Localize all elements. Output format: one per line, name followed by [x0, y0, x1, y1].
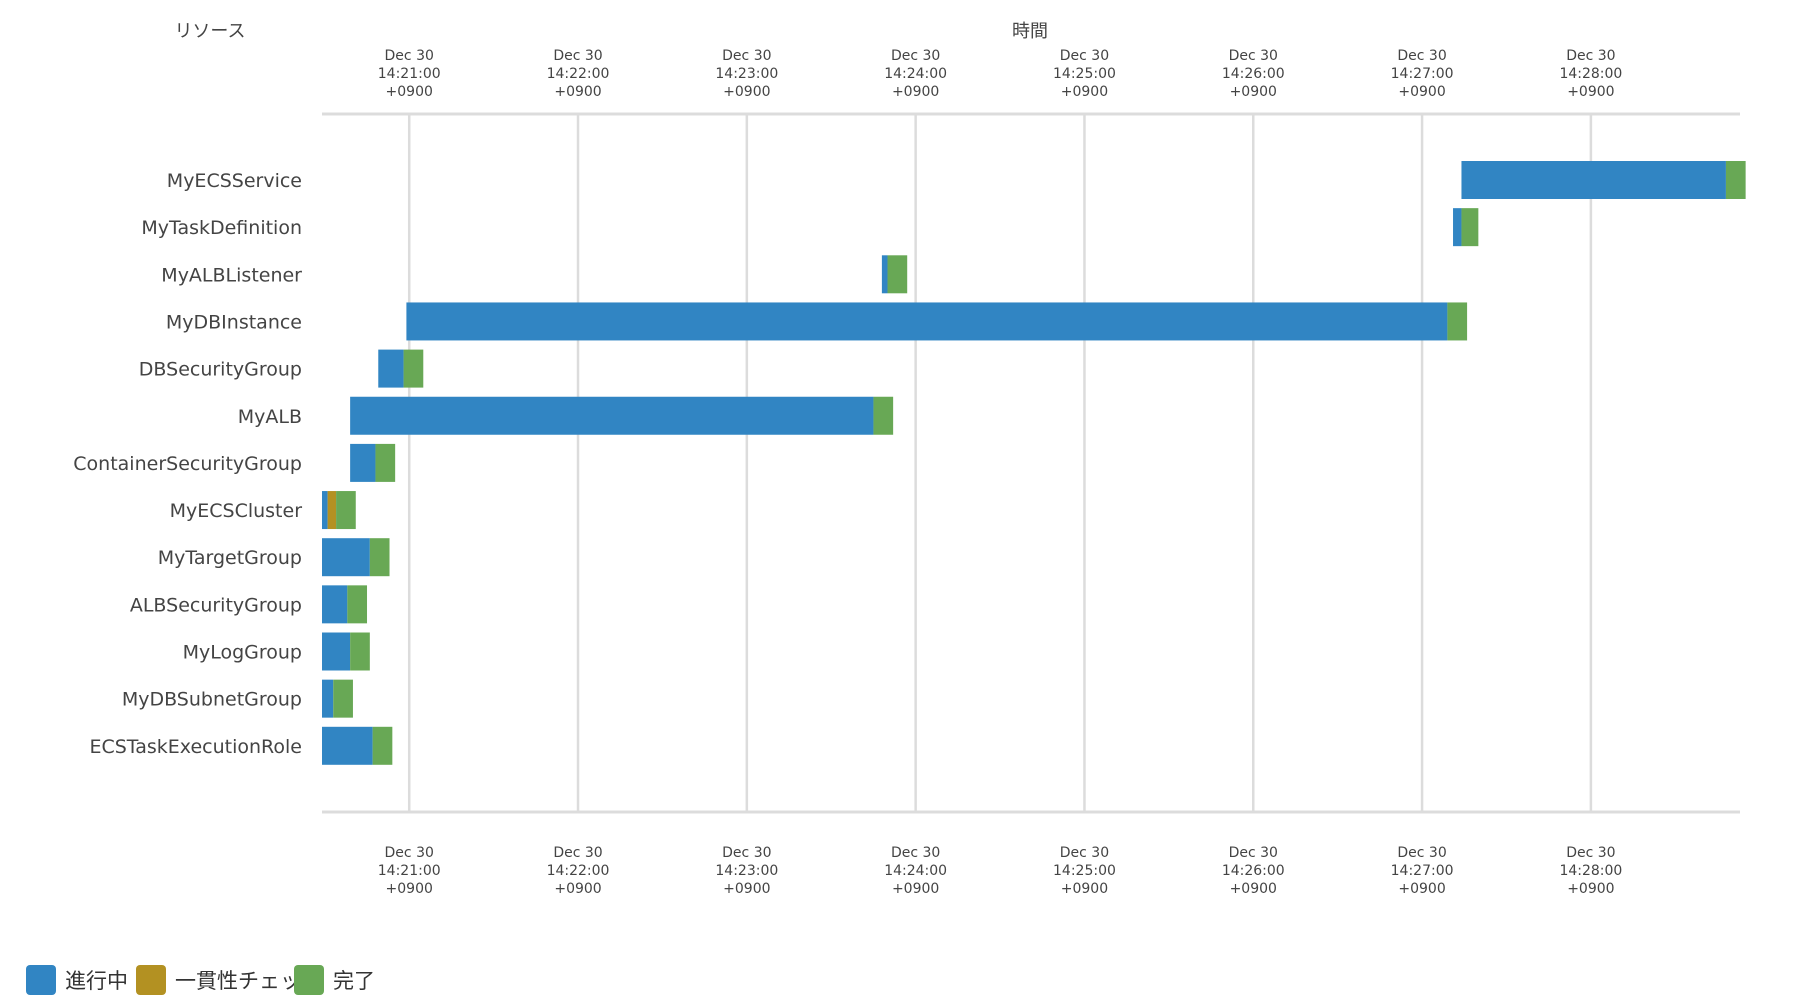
legend-swatch-consistency	[136, 965, 166, 995]
legend-label-consistency: 一貫性チェック	[175, 969, 298, 993]
legend-item-consistency[interactable]: 一貫性チェック	[136, 963, 298, 997]
resource-label: ALBSecurityGroup	[130, 594, 302, 616]
bar-segment-in-progress	[1461, 161, 1726, 199]
legend-item-complete[interactable]: 完了	[294, 963, 375, 997]
bar-segment-in-progress	[1453, 208, 1462, 247]
bar-segment-in-progress	[322, 538, 370, 577]
legend-swatch-complete	[294, 965, 324, 995]
resource-bar	[350, 396, 894, 435]
resource-label: MyDBSubnetGroup	[122, 689, 302, 711]
resource-bar	[350, 443, 396, 482]
resource-label: MyLogGroup	[183, 642, 302, 664]
resource-label: ContainerSecurityGroup	[73, 453, 302, 475]
y-header: リソース	[174, 21, 245, 42]
bar-segment-complete	[1725, 161, 1746, 199]
legend-item-in-progress[interactable]: 進行中	[26, 963, 128, 997]
resource-label: MyECSService	[167, 170, 302, 192]
resource-bar	[322, 491, 356, 530]
resource-label: ECSTaskExecutionRole	[89, 736, 302, 758]
bar-segment-in-progress	[350, 396, 874, 435]
bar-segment-complete	[333, 679, 353, 718]
bar-segment-in-progress	[322, 679, 334, 718]
resource-label: MyTaskDefinition	[141, 217, 302, 239]
legend-swatch-in-progress	[26, 965, 56, 995]
bar-segment-in-progress	[881, 255, 888, 294]
resource-bar	[322, 726, 393, 765]
x-header: 時間	[1012, 21, 1048, 42]
bar-segment-complete	[887, 255, 908, 294]
bar-segment-complete	[372, 726, 393, 765]
bar-segment-complete	[403, 349, 424, 388]
bar-segment-complete	[350, 632, 370, 671]
resource-bar	[322, 632, 370, 671]
bar-segment-in-progress	[322, 632, 351, 671]
resource-label: MyALBListener	[161, 264, 302, 286]
resource-bar	[406, 302, 1468, 341]
bar-segment-in-progress	[322, 491, 328, 530]
legend-label-complete: 完了	[333, 969, 375, 993]
resource-bar	[322, 585, 368, 624]
bar-segment-complete	[873, 396, 894, 435]
bar-segment-in-progress	[322, 585, 348, 624]
resource-labels: MyECSServiceMyTaskDefinitionMyALBListene…	[73, 170, 302, 758]
bar-segment-in-progress	[406, 302, 1448, 341]
bar-segment-complete	[336, 491, 356, 530]
bar-segment-complete	[347, 585, 368, 624]
bars	[322, 161, 1746, 765]
bar-segment-complete	[375, 443, 396, 482]
resource-bar	[1453, 208, 1479, 247]
resource-label: MyALB	[238, 406, 302, 428]
resource-bar	[322, 679, 353, 718]
bar-segment-in-progress	[350, 443, 376, 482]
bar-segment-consistency	[327, 491, 337, 530]
resource-bar	[378, 349, 424, 388]
gridlines	[407, 114, 1593, 812]
resource-label: MyDBInstance	[166, 311, 302, 333]
bar-segment-complete	[1447, 302, 1468, 341]
bar-segment-complete	[369, 538, 390, 577]
resource-label: MyTargetGroup	[158, 547, 302, 569]
resource-label: MyECSCluster	[170, 500, 303, 522]
resource-bar	[1461, 161, 1746, 199]
resource-bar	[881, 255, 908, 294]
legend-label-in-progress: 進行中	[65, 969, 128, 993]
bar-segment-in-progress	[378, 349, 404, 388]
bar-segment-in-progress	[322, 726, 373, 765]
resource-bar	[322, 538, 390, 577]
bar-segment-complete	[1461, 208, 1479, 247]
resource-label: DBSecurityGroup	[139, 359, 302, 381]
